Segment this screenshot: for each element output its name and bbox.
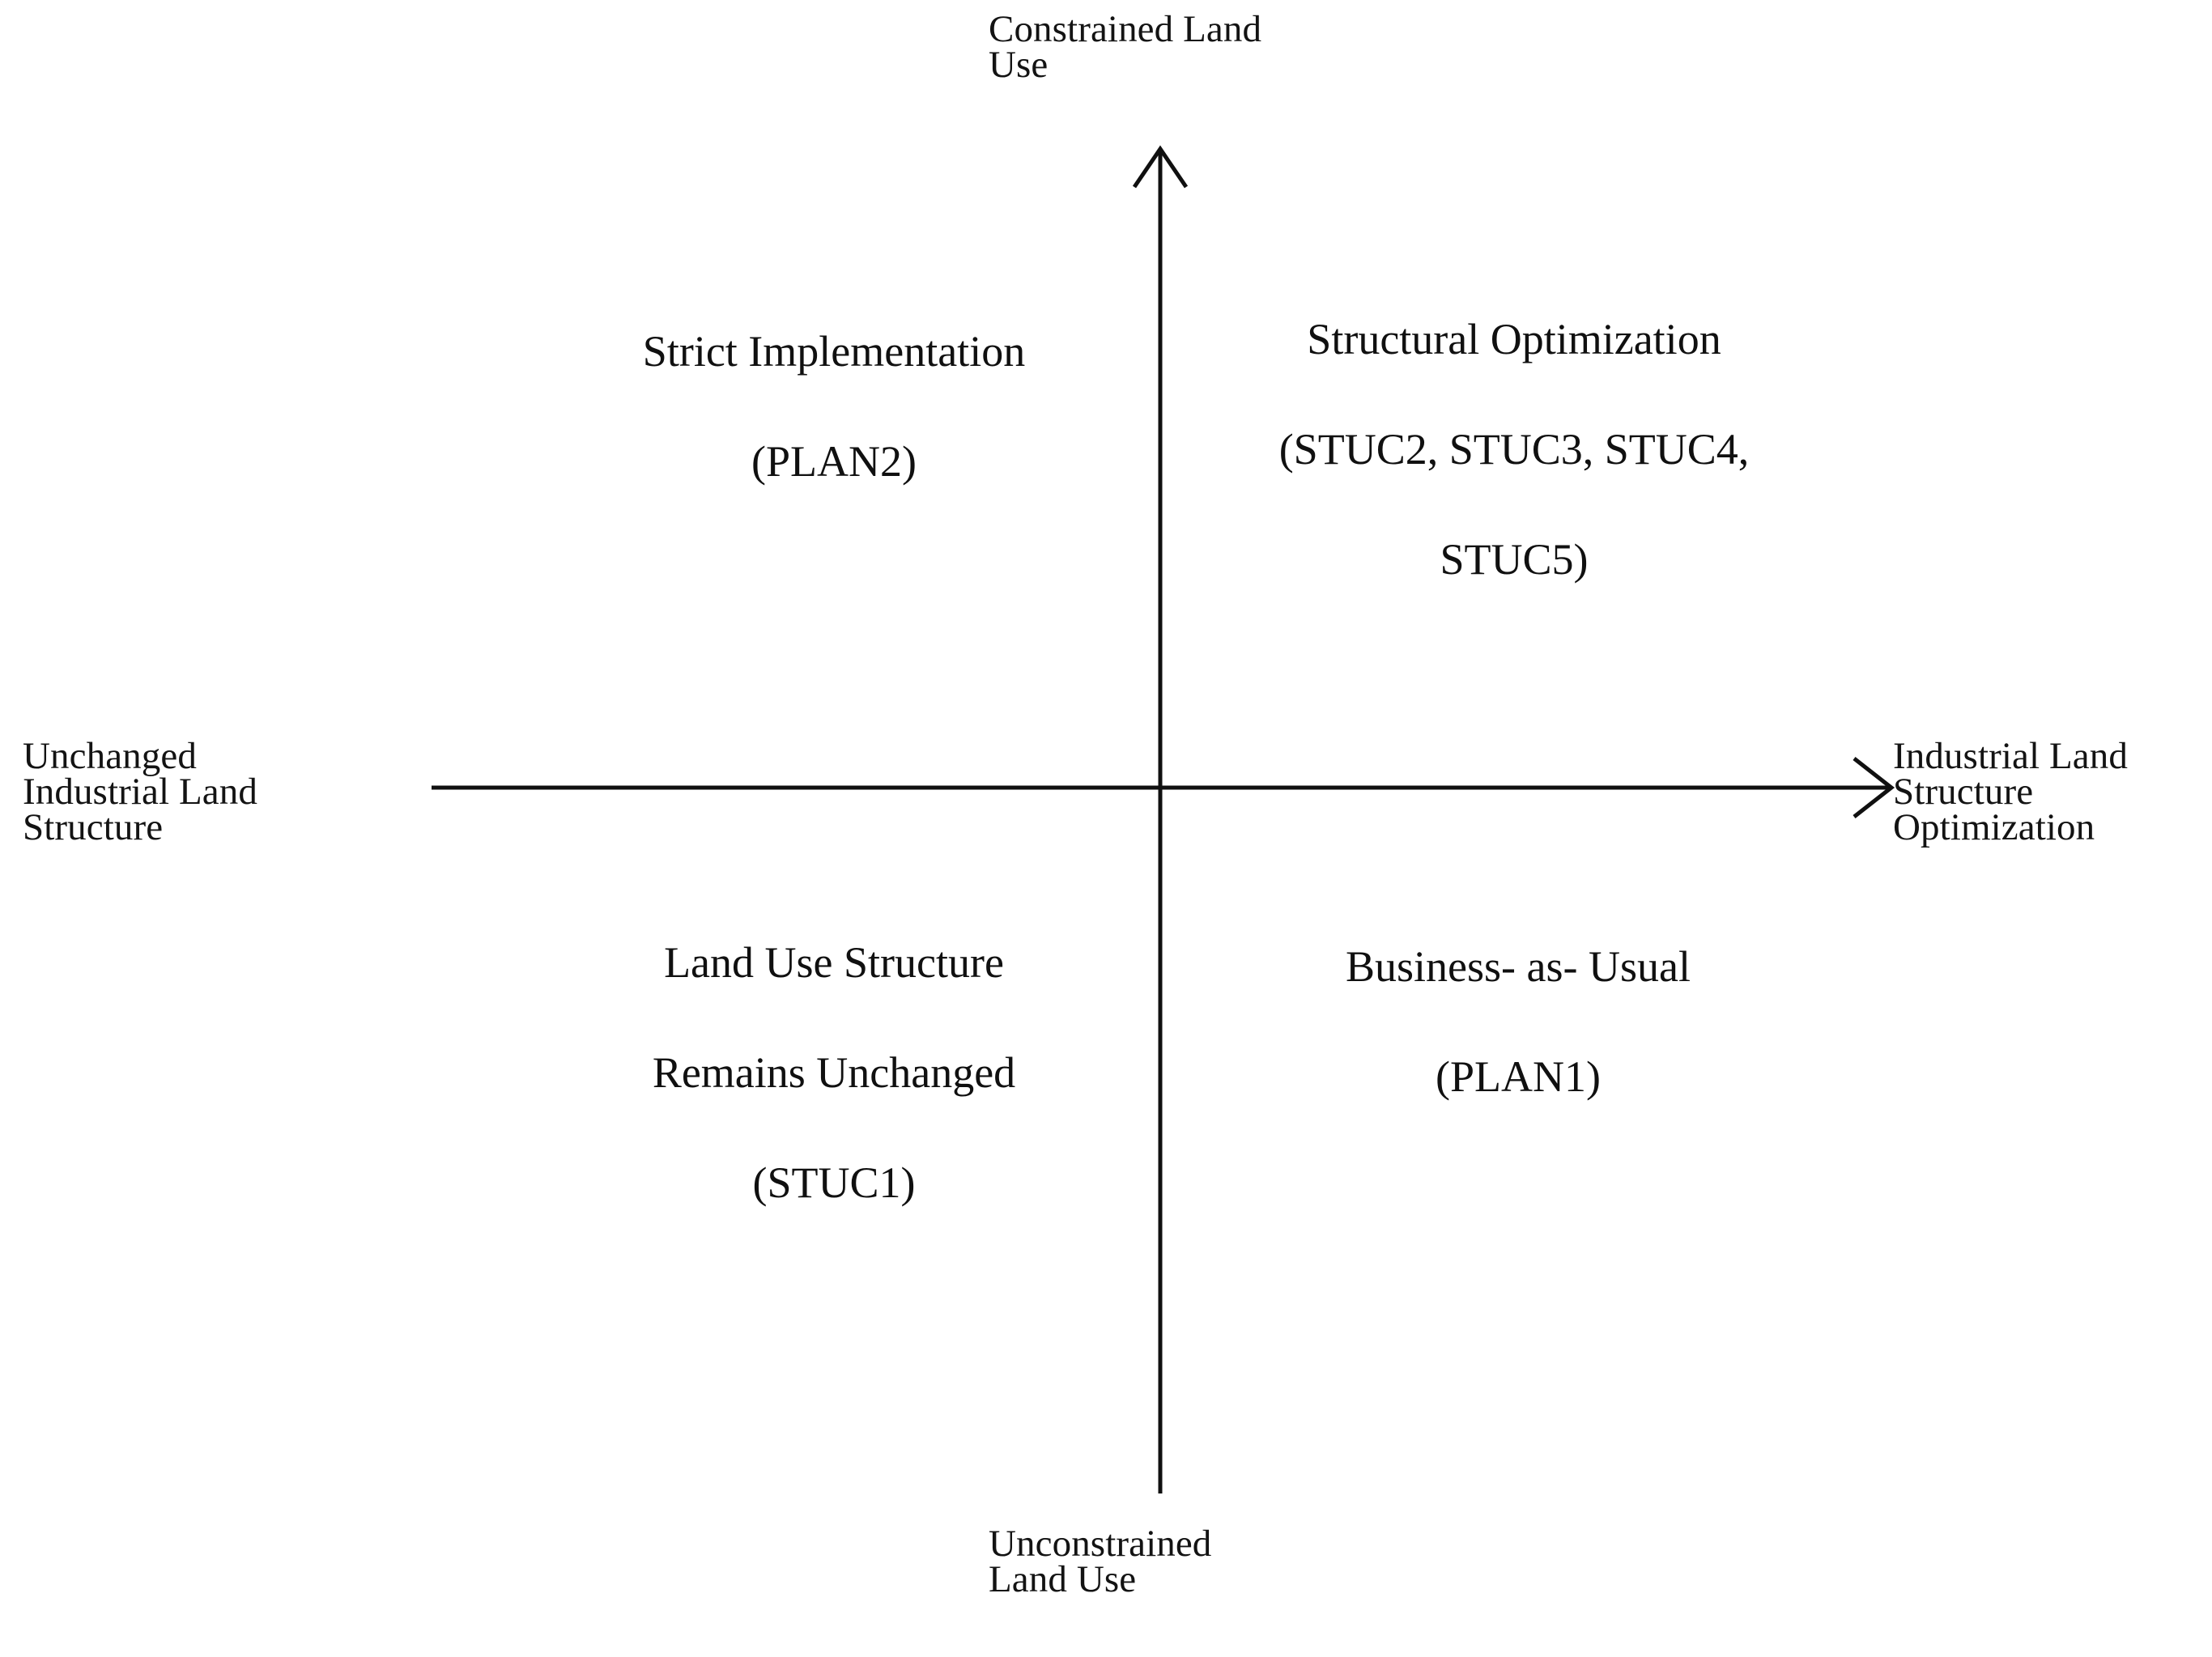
horizontal-axis-arrowhead <box>1853 757 1895 818</box>
quadrant-top-left-text: Strict Implementation (PLAN2) <box>642 327 1026 486</box>
axis-label-bottom: Unconstrained Land Use <box>989 1523 1212 1600</box>
axis-label-right: Industrial Land Structure Optimization <box>1893 735 2128 848</box>
quadrant-top-right-text: Structural Optimization (STUC2, STUC3, S… <box>1278 315 1750 584</box>
quadrant-bottom-left-text: Land Use Structure Remains Unchanged (ST… <box>652 938 1016 1207</box>
axis-label-top: Constrained Land Use <box>989 8 1262 86</box>
axis-label-left: Unchanged Industrial Land Structure <box>23 735 257 848</box>
quadrant-bottom-right-text: Business- as- Usual (PLAN1) <box>1346 942 1691 1101</box>
vertical-axis-arrowhead <box>1132 145 1189 189</box>
